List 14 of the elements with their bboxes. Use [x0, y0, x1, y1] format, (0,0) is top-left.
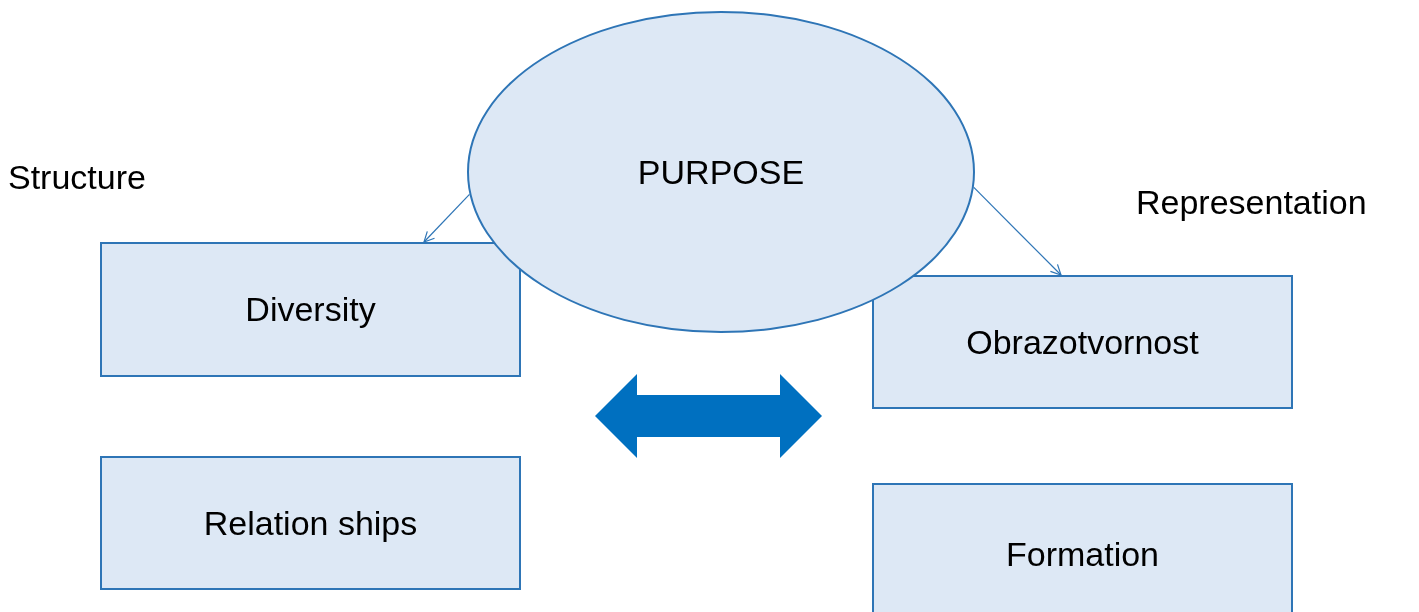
node-label: PURPOSE	[637, 151, 805, 193]
concept-box	[100, 242, 521, 377]
arrow	[423, 193, 471, 243]
node-label: Formation	[1005, 534, 1160, 575]
group-heading: Representation	[1136, 182, 1367, 223]
node-label: Relation ships	[203, 502, 418, 544]
arrow	[973, 186, 1062, 276]
concept-box	[872, 275, 1293, 409]
double-arrow	[595, 374, 822, 458]
group-heading: Structure	[8, 157, 146, 198]
concept-box	[872, 483, 1293, 612]
node-label: Diversity	[245, 289, 376, 331]
concept-box	[100, 456, 521, 590]
node-label: Obrazotvornost	[966, 321, 1199, 363]
